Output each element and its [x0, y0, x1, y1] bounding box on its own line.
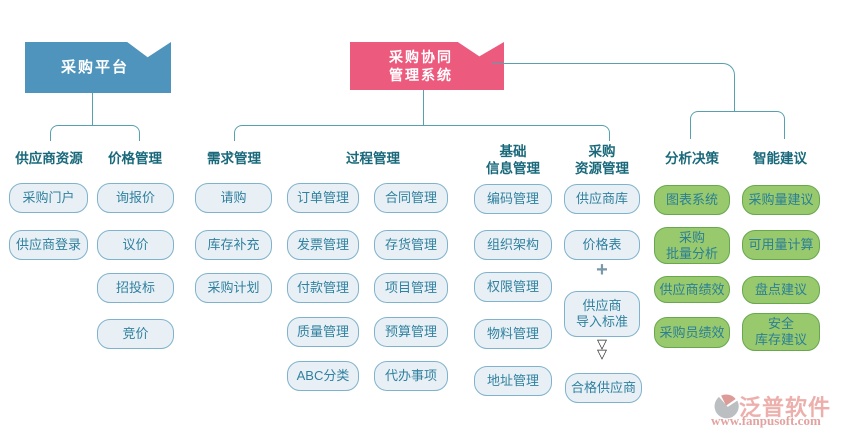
node-contract-management[interactable]: 合同管理	[374, 183, 448, 213]
node-permission-management[interactable]: 权限管理	[474, 272, 552, 302]
banner-procurement-platform: 采购平台	[25, 42, 171, 93]
node-todo-items[interactable]: 代办事项	[374, 361, 448, 391]
node-qualified-supplier[interactable]: 合格供应商	[565, 373, 642, 403]
node-purchase-portal[interactable]: 采购门户	[9, 183, 88, 213]
node-code-management[interactable]: 编码管理	[474, 184, 552, 214]
node-payment-management[interactable]: 付款管理	[287, 273, 359, 303]
node-price-list[interactable]: 价格表	[564, 230, 640, 260]
node-supplier-database[interactable]: 供应商库	[564, 184, 640, 214]
connector-platform-stem	[92, 93, 93, 125]
node-quality-management[interactable]: 质量管理	[287, 317, 359, 347]
fanpu-logo-icon	[714, 393, 739, 420]
connector-right-elbow	[492, 63, 735, 112]
header-process-management: 过程管理	[346, 151, 400, 166]
connector-platform-bracket	[50, 125, 140, 141]
node-inquiry-quote[interactable]: 询报价	[97, 183, 174, 213]
double-down-arrow-icon: ▽ ▽	[597, 336, 607, 362]
node-buyer-performance[interactable]: 采购员绩效	[654, 317, 730, 348]
node-org-structure[interactable]: 组织架构	[474, 230, 552, 260]
header-purchase-resource-management: 采购 资源管理	[575, 144, 629, 176]
node-purchase-request[interactable]: 请购	[195, 183, 272, 213]
node-supplier-performance[interactable]: 供应商绩效	[654, 276, 730, 303]
node-invoice-management[interactable]: 发票管理	[287, 230, 359, 260]
node-address-management[interactable]: 地址管理	[474, 366, 552, 396]
node-purchase-plan[interactable]: 采购计划	[195, 273, 272, 303]
node-budget-management[interactable]: 预算管理	[374, 317, 448, 347]
node-safety-stock-suggestion[interactable]: 安全 库存建议	[742, 313, 820, 351]
header-analysis-decision: 分析决策	[665, 151, 719, 166]
node-purchase-batch-analysis[interactable]: 采购 批量分析	[654, 227, 730, 264]
plus-icon: +	[596, 259, 608, 281]
header-basic-info-management: 基础 信息管理	[486, 144, 540, 176]
node-project-management[interactable]: 项目管理	[374, 273, 448, 303]
node-bidding[interactable]: 招投标	[97, 273, 174, 303]
connector-system-bracket	[234, 125, 610, 141]
node-competitive-pricing[interactable]: 竞价	[97, 319, 174, 349]
node-supplier-login[interactable]: 供应商登录	[9, 230, 88, 260]
watermark-brand: 泛普软件	[739, 395, 832, 420]
header-supplier-resources: 供应商资源	[15, 151, 83, 166]
node-inventory-management[interactable]: 存货管理	[374, 230, 448, 260]
node-abc-classification[interactable]: ABC分类	[287, 361, 359, 391]
node-order-management[interactable]: 订单管理	[287, 183, 359, 213]
header-smart-suggestion: 智能建议	[753, 151, 807, 166]
banner-procurement-collab-system: 采购协同 管理系统	[350, 42, 504, 90]
connector-right-bracket	[690, 111, 785, 139]
node-available-qty-calculation[interactable]: 可用量计算	[742, 230, 820, 260]
node-stocktake-suggestion[interactable]: 盘点建议	[742, 276, 820, 304]
node-supplier-import-standard[interactable]: 供应商 导入标准	[564, 291, 640, 337]
connector-system-stem	[423, 90, 424, 125]
node-material-management[interactable]: 物料管理	[474, 319, 552, 349]
node-purchase-qty-suggestion[interactable]: 采购量建议	[742, 185, 820, 215]
node-bargaining[interactable]: 议价	[97, 230, 174, 260]
watermark-url: www.fanpusoft.com	[711, 413, 821, 428]
node-chart-system[interactable]: 图表系统	[654, 185, 730, 215]
header-price-management: 价格管理	[108, 151, 162, 166]
header-demand-management: 需求管理	[207, 151, 261, 166]
node-stock-replenishment[interactable]: 库存补充	[195, 230, 272, 260]
